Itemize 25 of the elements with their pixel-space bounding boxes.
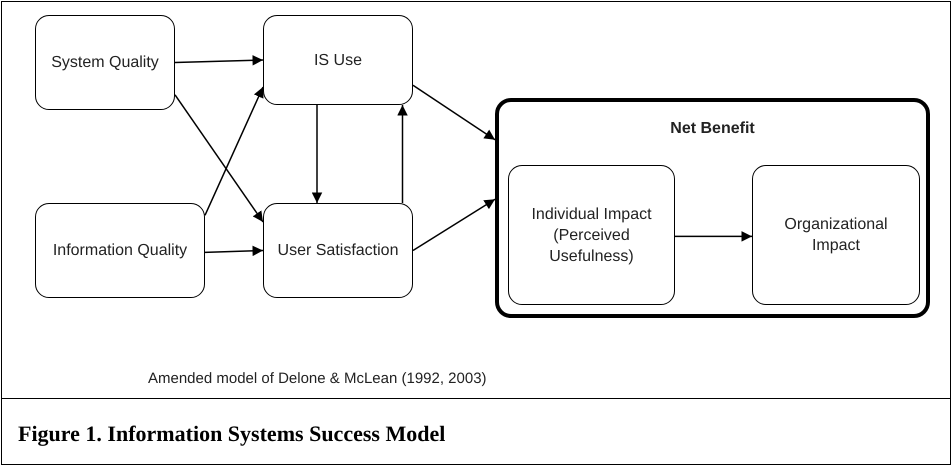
arrow	[675, 231, 752, 242]
arrow	[174, 94, 264, 222]
node-label: IS Use	[312, 50, 363, 70]
node-label: System Quality	[50, 53, 160, 73]
process-box	[508, 165, 675, 305]
group-box	[495, 98, 930, 318]
node-label: Information Quality	[52, 241, 188, 261]
node-label: Organizational Impact	[783, 215, 889, 256]
process-box	[35, 203, 205, 298]
process-box	[752, 165, 920, 305]
group-heading: Net Benefit	[669, 119, 756, 139]
arrow	[312, 105, 322, 203]
note-text: Amended model of Delone & McLean (1992, 2003)	[148, 370, 487, 387]
process-box	[263, 15, 413, 105]
figure-caption: Figure 1. Information Systems Success Model	[18, 421, 446, 447]
node-label: Individual Impact (Perceived Usefulness)	[530, 204, 653, 266]
arrow	[397, 105, 408, 203]
arrow	[412, 84, 496, 140]
process-box	[263, 203, 413, 298]
process-box	[35, 15, 175, 110]
arrow	[204, 86, 264, 216]
arrow	[412, 198, 496, 252]
arrow	[204, 246, 264, 256]
node-label: User Satisfaction	[276, 241, 400, 261]
arrow	[174, 55, 264, 66]
